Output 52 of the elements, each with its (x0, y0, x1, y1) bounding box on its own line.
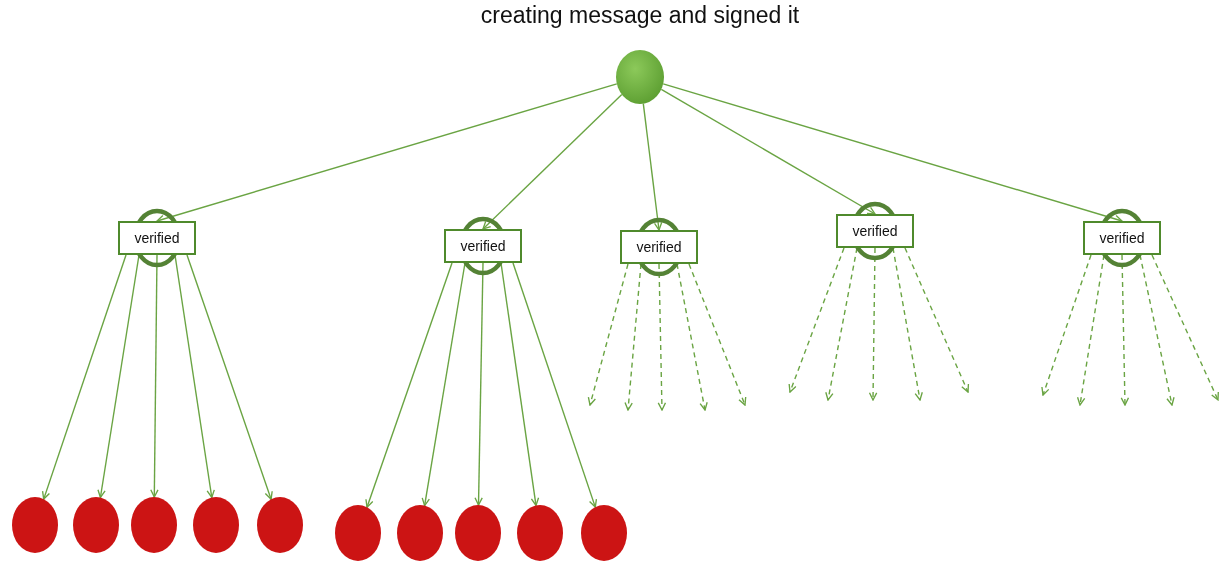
process-box (620, 230, 698, 264)
arrow (474, 262, 484, 506)
box-label: verified (636, 239, 682, 255)
arrow (365, 262, 453, 508)
arrow (642, 103, 663, 231)
box-label: verified (1099, 230, 1145, 246)
start-circle (616, 50, 664, 104)
process-box (1083, 221, 1161, 255)
arrow (688, 263, 747, 406)
arrow (1120, 254, 1130, 406)
arrow (186, 254, 273, 500)
end-circle (257, 497, 303, 553)
box-label: verified (134, 230, 180, 246)
arrow (421, 262, 466, 507)
arrow (97, 254, 140, 499)
arrow (676, 263, 708, 411)
box-label: verified (852, 223, 898, 239)
end-circle (193, 497, 239, 553)
arrow (150, 254, 159, 498)
end-circle (12, 497, 58, 553)
arrow (825, 247, 858, 401)
arrow (1076, 254, 1105, 406)
arrow (868, 247, 878, 401)
process-box (118, 221, 196, 255)
arrow (624, 263, 642, 411)
arrow (892, 247, 923, 401)
end-circle (455, 505, 501, 561)
diagram-title: creating message and signed it (479, 2, 801, 29)
arrow (788, 247, 845, 393)
arrow (657, 263, 667, 411)
end-circle (581, 505, 627, 561)
arrow (587, 263, 629, 406)
arrow (662, 83, 1123, 224)
arrow (156, 83, 618, 224)
arrow (904, 247, 970, 393)
arrow (512, 262, 598, 508)
arrow (1139, 254, 1175, 406)
end-circle (397, 505, 443, 561)
process-box (444, 229, 522, 263)
arrow (482, 93, 623, 230)
arrow (500, 262, 540, 507)
end-circle (517, 505, 563, 561)
arrow (1151, 254, 1219, 401)
end-circle (335, 505, 381, 561)
end-circle (73, 497, 119, 553)
process-box (836, 214, 914, 248)
box-label: verified (460, 238, 506, 254)
arrow (1041, 254, 1092, 396)
arrow (174, 254, 215, 499)
arrow (660, 88, 876, 215)
end-circle (131, 497, 177, 553)
arrow (41, 254, 127, 500)
